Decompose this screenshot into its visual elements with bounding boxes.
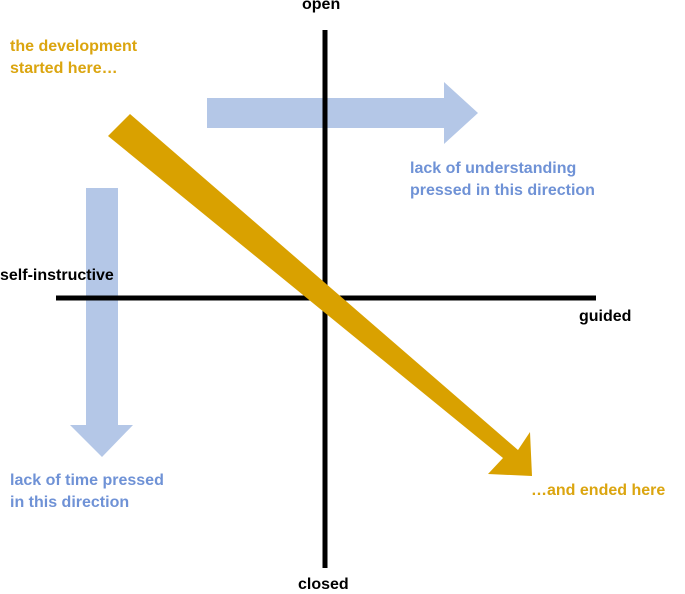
annotation-line: started here… — [10, 60, 118, 77]
development-arrow — [108, 114, 532, 476]
time-pressure-annotation: lack of time pressed in this direction — [10, 470, 164, 514]
annotation-line: in this direction — [10, 494, 130, 511]
understanding-pressure-annotation: lack of understanding pressed in this di… — [410, 158, 595, 202]
development-end-annotation: …and ended here — [531, 482, 666, 499]
annotation-line: lack of understanding — [410, 160, 577, 177]
understanding-pressure-arrow — [207, 82, 478, 144]
axis-label-closed: closed — [298, 576, 349, 593]
axis-label-self-instructive: self-instructive — [0, 267, 114, 284]
development-start-annotation: the development started here… — [10, 36, 137, 80]
annotation-line: the development — [10, 38, 138, 55]
time-pressure-arrow — [70, 188, 133, 457]
annotation-line: lack of time pressed — [10, 472, 164, 489]
axis-label-guided: guided — [579, 308, 632, 325]
annotation-line: pressed in this direction — [410, 182, 595, 199]
axis-label-open: open — [302, 0, 341, 13]
